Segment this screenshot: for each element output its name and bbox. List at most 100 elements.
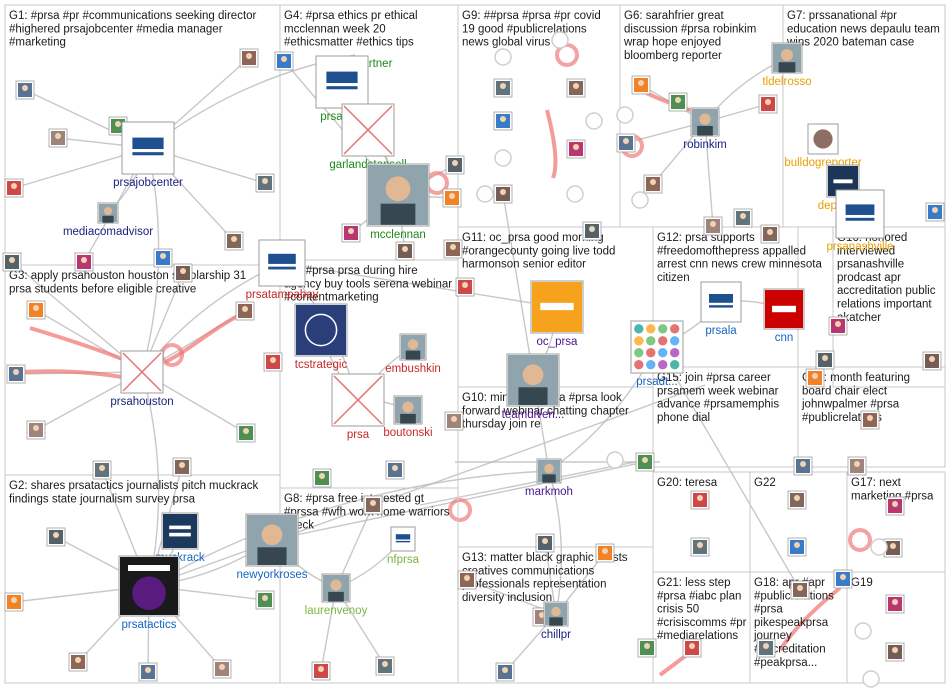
avatar[interactable] [255, 590, 275, 610]
avatar[interactable] [566, 139, 586, 159]
avatar[interactable] [733, 208, 753, 228]
avatar[interactable] [457, 570, 477, 590]
avatar[interactable] [643, 174, 663, 194]
empty-node[interactable] [585, 112, 603, 130]
avatar[interactable] [631, 75, 651, 95]
node-mediacomadvisor[interactable]: mediacomadvisor [63, 202, 153, 238]
empty-node[interactable] [606, 451, 624, 469]
avatar[interactable] [925, 202, 945, 222]
empty-node[interactable] [476, 185, 494, 203]
empty-node[interactable] [494, 48, 512, 66]
node-bulldogreporter[interactable]: bulldogreporter [784, 123, 862, 169]
avatar[interactable] [668, 92, 688, 112]
avatar[interactable] [15, 80, 35, 100]
node-newyorkroses[interactable]: newyorkroses [237, 513, 308, 581]
node-chillpr[interactable]: chillpr [541, 601, 571, 641]
node-prsatactics[interactable]: prsatactics [118, 555, 180, 631]
avatar[interactable] [311, 661, 331, 681]
avatar[interactable] [758, 94, 778, 114]
empty-node[interactable] [870, 538, 888, 556]
avatar[interactable] [68, 652, 88, 672]
avatar[interactable] [224, 231, 244, 251]
node-prsanashville[interactable]: prsanashville [826, 189, 894, 253]
avatar[interactable] [255, 173, 275, 193]
avatar[interactable] [885, 496, 905, 516]
avatar[interactable] [635, 452, 655, 472]
avatar[interactable] [787, 490, 807, 510]
node-prsa[interactable]: prsa [331, 373, 385, 441]
avatar[interactable] [595, 543, 615, 563]
empty-node[interactable] [631, 191, 649, 209]
node-muckrack[interactable]: muckrack [155, 512, 205, 564]
avatar[interactable] [790, 580, 810, 600]
avatar[interactable] [535, 533, 555, 553]
avatar[interactable] [847, 456, 867, 476]
empty-node[interactable] [854, 622, 872, 640]
avatar[interactable] [173, 263, 193, 283]
avatar[interactable] [212, 659, 232, 679]
empty-node[interactable] [494, 149, 512, 167]
avatar[interactable] [616, 133, 636, 153]
node-cnn[interactable]: cnn [763, 288, 805, 344]
avatar[interactable] [787, 537, 807, 557]
avatar[interactable] [637, 638, 657, 658]
node-tcstrategic[interactable]: tcstrategic [294, 303, 348, 371]
avatar[interactable] [833, 569, 853, 589]
empty-node[interactable] [616, 106, 634, 124]
avatar[interactable] [682, 638, 702, 658]
avatar[interactable] [6, 364, 26, 384]
avatar[interactable] [236, 423, 256, 443]
avatar[interactable] [493, 184, 513, 204]
avatar[interactable] [363, 495, 383, 515]
avatar[interactable] [138, 662, 158, 682]
avatar[interactable] [756, 638, 776, 658]
avatar[interactable] [274, 51, 294, 71]
node-tldelrosso[interactable]: tldelrosso [762, 42, 812, 88]
avatar[interactable] [4, 592, 24, 612]
avatar[interactable] [815, 350, 835, 370]
avatar[interactable] [495, 662, 515, 682]
node-prsahouston[interactable]: prsahouston [110, 350, 174, 408]
node-boutonski[interactable]: boutonski [383, 395, 433, 439]
avatar[interactable] [235, 301, 255, 321]
avatar[interactable] [2, 252, 22, 272]
avatar[interactable] [172, 457, 192, 477]
empty-node[interactable] [862, 670, 880, 688]
empty-node[interactable] [551, 31, 569, 49]
avatar[interactable] [828, 316, 848, 336]
node-nfprsa[interactable]: nfprsa [387, 526, 420, 566]
avatar[interactable] [455, 277, 475, 297]
avatar[interactable] [444, 411, 464, 431]
avatar[interactable] [445, 155, 465, 175]
avatar[interactable] [46, 527, 66, 547]
avatar[interactable] [26, 420, 46, 440]
avatar[interactable] [4, 178, 24, 198]
avatar[interactable] [690, 490, 710, 510]
avatar[interactable] [793, 456, 813, 476]
avatar[interactable] [395, 241, 415, 261]
avatar[interactable] [922, 351, 942, 371]
avatar[interactable] [703, 216, 723, 236]
avatar[interactable] [885, 642, 905, 662]
avatar[interactable] [860, 410, 880, 430]
node-teamdiven[interactable]: teamdiven... [502, 353, 565, 421]
avatar[interactable] [385, 460, 405, 480]
avatar[interactable] [805, 368, 825, 388]
avatar[interactable] [263, 352, 283, 372]
node-mcclennan[interactable]: mcclennan [366, 163, 430, 241]
node-embushkin[interactable]: embushkin [385, 333, 441, 375]
node-robinkim[interactable]: robinkim [683, 107, 727, 151]
avatar[interactable] [153, 248, 173, 268]
node-markmoh[interactable]: markmoh [525, 458, 573, 498]
avatar[interactable] [443, 239, 463, 259]
avatar[interactable] [760, 224, 780, 244]
avatar[interactable] [582, 221, 602, 241]
avatar[interactable] [48, 128, 68, 148]
node-prsajobcenter[interactable]: prsajobcenter [113, 121, 183, 189]
avatar[interactable] [493, 78, 513, 98]
node-prsatampabay[interactable]: prsatampabay [246, 239, 319, 301]
avatar[interactable] [341, 223, 361, 243]
avatar[interactable] [74, 252, 94, 272]
avatar[interactable] [375, 656, 395, 676]
avatar[interactable] [885, 594, 905, 614]
